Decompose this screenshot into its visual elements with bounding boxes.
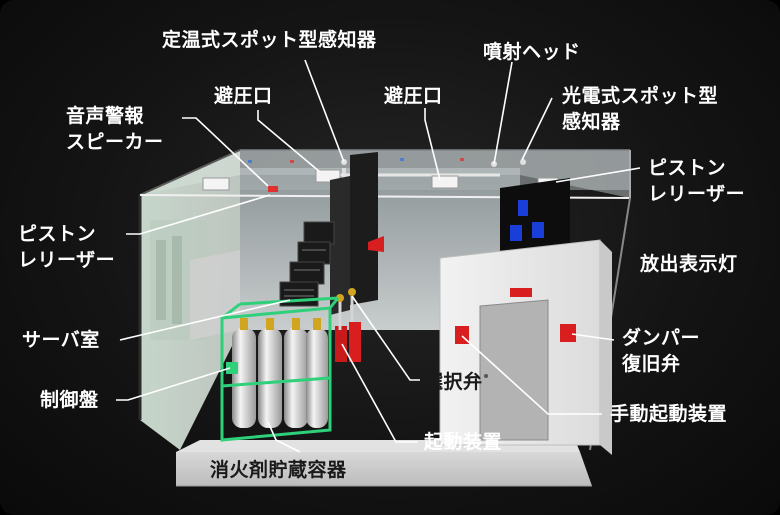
red-siren xyxy=(368,236,384,252)
red-start-devices xyxy=(335,322,361,362)
label-selector-valve: 選択弁 xyxy=(424,371,483,393)
label-server-room: サーバ室 xyxy=(22,329,100,351)
leader-lines xyxy=(116,59,641,453)
label-start-device: 起動装置 xyxy=(424,431,503,453)
left-glass-wall xyxy=(138,149,241,450)
label-photoelectric-detector-line1: 光電式スポット型 xyxy=(562,85,719,107)
label-pressure-relief-vent-right: 避圧口 xyxy=(384,85,443,107)
label-damper-line1: ダンパー xyxy=(622,327,701,349)
server-racks xyxy=(279,152,378,315)
label-damper-line2: 復旧弁 xyxy=(622,353,681,375)
label-extinguishing-agent-container: 消火剤貯蔵容器 xyxy=(210,459,347,481)
label-discharge-indicator-light: 放出表示灯 xyxy=(640,253,738,275)
fire-suppressant-cylinders xyxy=(220,296,340,442)
label-piston-releaser-left-line1: ピストン xyxy=(18,223,97,245)
label-voice-alarm-line1: 音声警報 xyxy=(66,105,145,127)
label-piston-releaser-right-line1: ピストン xyxy=(648,157,727,179)
label-fixed-temperature-spot-detector: 定温式スポット型感知器 xyxy=(162,29,377,51)
label-control-panel: 制御盤 xyxy=(40,389,99,411)
label-discharge-nozzle: 噴射ヘッド xyxy=(483,41,581,63)
label-pressure-relief-vent-left: 避圧口 xyxy=(214,85,273,107)
label-photoelectric-detector-line2: 感知器 xyxy=(562,111,621,133)
label-voice-alarm-line2: スピーカー xyxy=(66,131,164,153)
partition-wall xyxy=(439,239,612,455)
label-manual-start-device: 手動起動装置 xyxy=(610,403,728,425)
discharge-indicator-panel xyxy=(500,178,570,255)
label-piston-releaser-left-line2: レリーザー xyxy=(18,249,116,271)
label-piston-releaser-right-line2: レリーザー xyxy=(648,183,746,205)
